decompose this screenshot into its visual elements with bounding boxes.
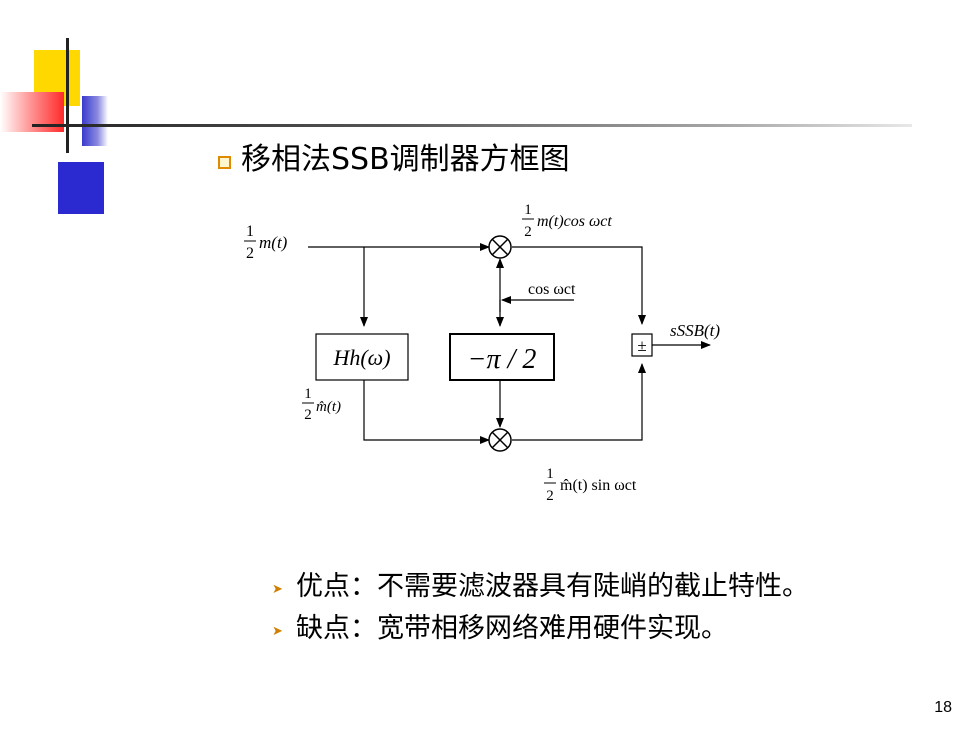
svg-text:m(t): m(t) (259, 233, 288, 252)
decor-horizontal-rule (32, 124, 912, 127)
slide-title-row: 移相法SSB调制器方框图 (218, 140, 570, 180)
decor-vertical-line (66, 38, 69, 153)
wire-hilbert-to-mult2 (363, 380, 490, 444)
multiplier-upper (488, 235, 512, 259)
svg-text:1: 1 (304, 386, 312, 402)
wire-mult1-to-sum (512, 246, 646, 325)
label-lower-product: 1 2 m̂(t) sin ωct (544, 466, 637, 504)
list-item: ➤ 缺点：宽带相移网络难用硬件实现。 (272, 608, 809, 650)
list-item: ➤ 优点：不需要滤波器具有陡峭的截止特性。 (272, 566, 809, 608)
ssb-modulator-diagram: 1 2 m(t) Hh(ω) 1 2 m̂(t) 1 2 m(t)cos ωct… (244, 202, 720, 504)
decor-blue-bar (82, 96, 108, 146)
arrow-bullet-icon: ➤ (272, 581, 283, 597)
arrow-bullet-icon: ➤ (272, 623, 283, 639)
svg-text:2: 2 (246, 245, 254, 262)
decor-blue-square (58, 162, 104, 214)
carrier-label: cos ωct (528, 281, 576, 298)
svg-text:1: 1 (524, 202, 532, 218)
output-label: sSSB(t) (670, 321, 720, 340)
hilbert-block (315, 333, 409, 381)
phase-shift-block (449, 333, 555, 381)
phase-shift-label: −π / 2 (468, 344, 537, 375)
hilbert-block-label: Hh(ω) (332, 345, 390, 370)
square-bullet-icon (218, 155, 231, 169)
svg-text:m̂(t): m̂(t) (316, 399, 341, 415)
svg-text:1: 1 (246, 223, 254, 240)
svg-text:m(t)cos ωct: m(t)cos ωct (537, 213, 612, 230)
wire-mult2-to-sum (512, 363, 646, 441)
bullet-text-disadvantage: 缺点：宽带相移网络难用硬件实现。 (296, 613, 728, 644)
svg-text:2: 2 (304, 407, 312, 423)
label-upper-product: 1 2 m(t)cos ωct (522, 202, 612, 240)
svg-text:2: 2 (524, 224, 532, 240)
svg-text:m̂(t) sin ωct: m̂(t) sin ωct (560, 477, 637, 494)
summer-symbol: ± (637, 336, 646, 355)
page-number: 18 (934, 699, 952, 716)
slide-title: 移相法SSB调制器方框图 (241, 142, 570, 177)
bullet-text-advantage: 优点：不需要滤波器具有陡峭的截止特性。 (296, 571, 809, 602)
label-lower-input: 1 2 m̂(t) (302, 386, 341, 423)
label-upper-input: 1 2 m(t) (244, 223, 288, 262)
bullet-list: ➤ 优点：不需要滤波器具有陡峭的截止特性。 ➤ 缺点：宽带相移网络难用硬件实现。 (272, 566, 809, 650)
multiplier-lower (488, 428, 512, 452)
svg-text:1: 1 (546, 466, 554, 482)
svg-text:2: 2 (546, 488, 554, 504)
